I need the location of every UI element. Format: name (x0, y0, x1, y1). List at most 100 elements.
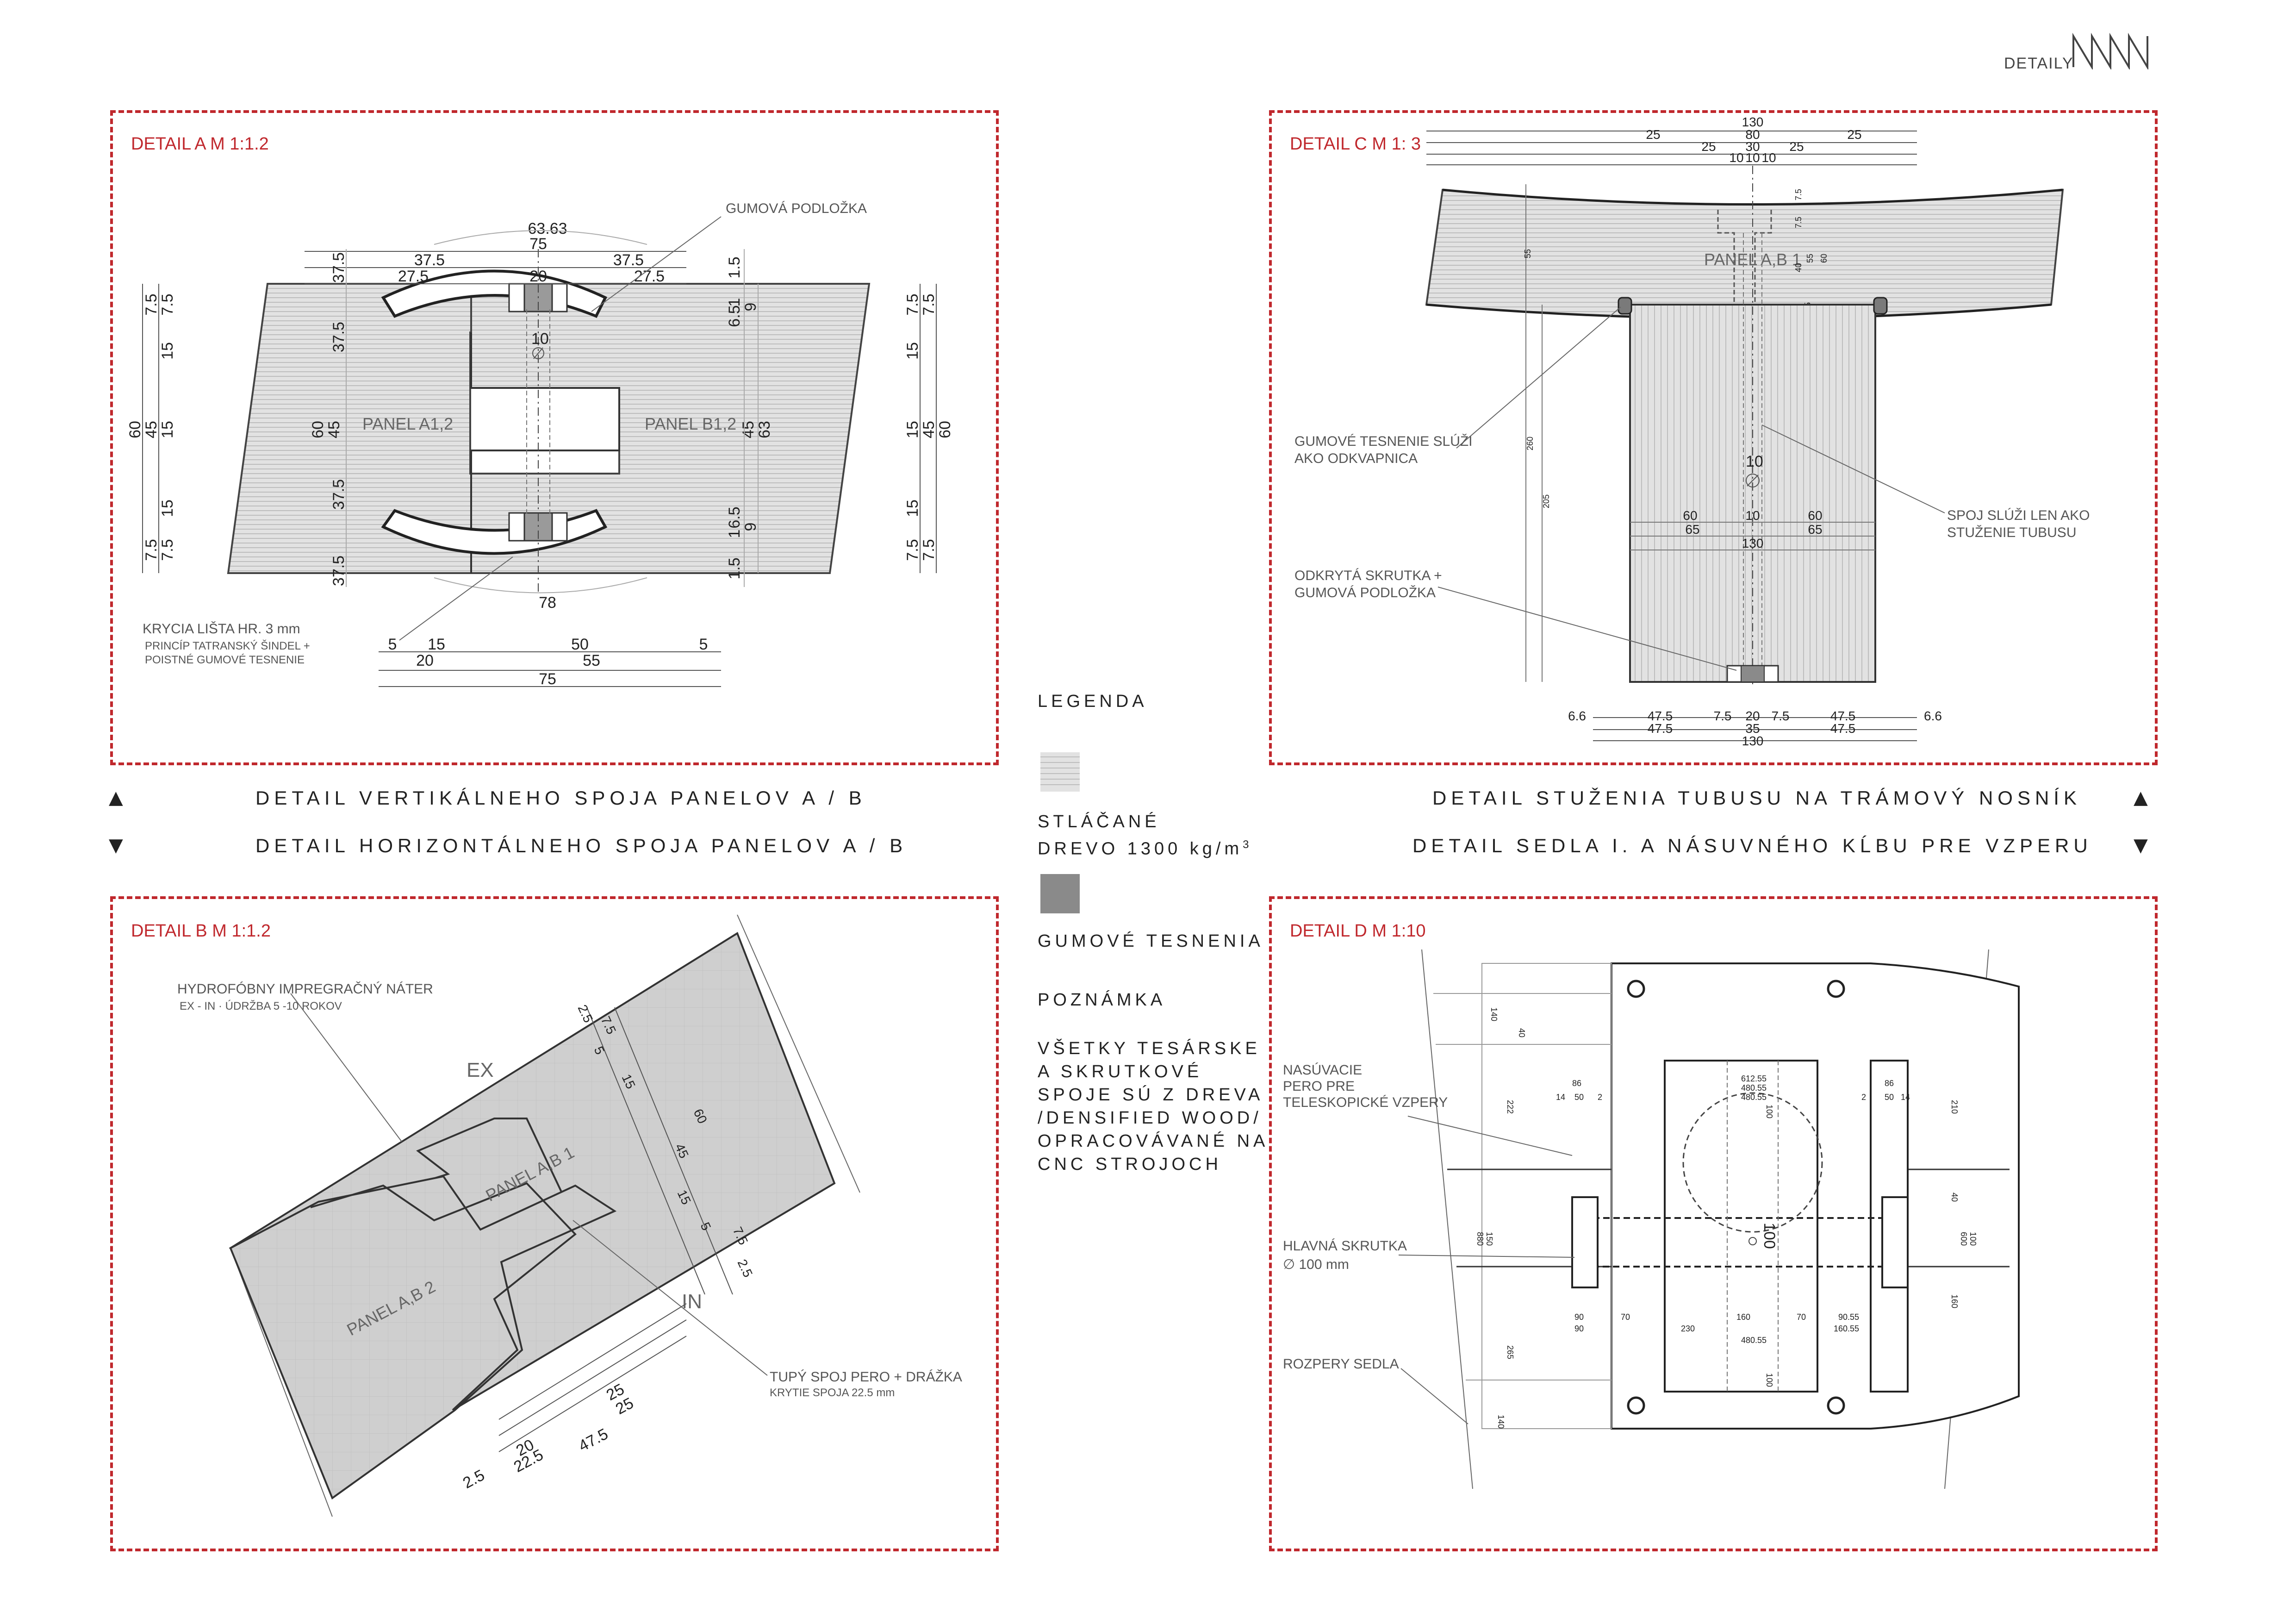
svg-text:14: 14 (1556, 1093, 1565, 1102)
svg-text:SPOJ SLÚŽI LEN AKO: SPOJ SLÚŽI LEN AKO (1947, 508, 2090, 523)
svg-text:63: 63 (756, 421, 773, 438)
svg-text:7.5: 7.5 (1794, 217, 1803, 228)
svg-text:15: 15 (159, 421, 176, 438)
note-line: VŠETKY TESÁRSKE (1038, 1039, 1261, 1058)
svg-text:30: 30 (1745, 139, 1760, 154)
svg-text:50: 50 (1885, 1093, 1894, 1102)
svg-text:47.5: 47.5 (1648, 721, 1673, 736)
svg-text:20: 20 (529, 268, 547, 285)
svg-text:27.5: 27.5 (398, 268, 429, 285)
svg-text:47.5: 47.5 (1830, 721, 1856, 736)
svg-text:90.55: 90.55 (1838, 1312, 1859, 1322)
svg-text:50: 50 (1574, 1093, 1584, 1102)
caption-c-arrow: ▲ (2134, 787, 2148, 808)
svg-text:25: 25 (1646, 127, 1660, 142)
svg-text:37.5: 37.5 (330, 479, 348, 510)
svg-text:2.5: 2.5 (735, 1257, 756, 1279)
svg-text:20: 20 (1745, 709, 1760, 723)
svg-text:7.5: 7.5 (159, 539, 176, 561)
svg-text:70: 70 (1621, 1312, 1630, 1322)
svg-text:65: 65 (1808, 522, 1822, 537)
svg-text:2: 2 (1598, 1093, 1602, 1102)
svg-text:KRYTIE SPOJA 22.5 mm: KRYTIE SPOJA 22.5 mm (770, 1387, 895, 1399)
svg-text:60: 60 (936, 421, 954, 438)
svg-text:35: 35 (1745, 721, 1760, 736)
triangle-down-icon: ▼ (2134, 835, 2148, 856)
note-line: SPOJE SÚ Z DREVA (1038, 1085, 1264, 1105)
svg-text:10: 10 (531, 330, 549, 348)
svg-text:78: 78 (539, 594, 556, 612)
caption-d: DETAIL SEDLA I. A NÁSUVNÉHO KĹBU PRE VZP… (1412, 835, 2092, 856)
triangle-up-icon: ▲ (2134, 787, 2148, 808)
svg-text:160: 160 (1736, 1312, 1750, 1322)
svg-text:63.63: 63.63 (528, 220, 567, 237)
svg-text:9: 9 (742, 303, 759, 312)
svg-text:75: 75 (539, 670, 556, 688)
legend-wood-line1: STLÁČANÉ (1038, 812, 1160, 831)
svg-text:AKO ODKVAPNICA: AKO ODKVAPNICA (1294, 451, 1418, 466)
svg-text:27.5: 27.5 (634, 268, 665, 285)
svg-text:7.5: 7.5 (1772, 709, 1790, 723)
svg-text:7.5: 7.5 (143, 539, 160, 561)
svg-text:25: 25 (1701, 139, 1716, 154)
svg-text:GUMOVÉ TESNENIE SLÚŽI: GUMOVÉ TESNENIE SLÚŽI (1294, 434, 1473, 449)
caption-c: DETAIL STUŽENIA TUBUSU NA TRÁMOVÝ NOSNÍK (1432, 787, 2081, 809)
svg-text:14: 14 (1901, 1093, 1910, 1102)
svg-text:50: 50 (571, 636, 589, 653)
svg-text:600: 600 (1959, 1232, 1968, 1246)
legend-note-title: POZNÁMKA (1038, 990, 1166, 1010)
svg-text:ROZPERY SEDLA: ROZPERY SEDLA (1283, 1356, 1399, 1372)
svg-text:POISTNÉ GUMOVÉ TESNENIE: POISTNÉ GUMOVÉ TESNENIE (145, 654, 305, 666)
svg-text:205: 205 (1542, 494, 1551, 508)
svg-text:6.5: 6.5 (726, 305, 743, 327)
detail-a-drawing: 10 75 37.5 37.5 27.5 20 27.5 63.63 78 7.… (126, 201, 954, 688)
svg-text:480.55: 480.55 (1741, 1083, 1767, 1093)
svg-text:40: 40 (1517, 1028, 1526, 1037)
svg-text:70: 70 (1797, 1312, 1806, 1322)
caption-b-arrow: ▼ (109, 835, 123, 856)
svg-text:20: 20 (416, 652, 434, 669)
svg-text:NASÚVACIE: NASÚVACIE (1283, 1062, 1362, 1078)
svg-text:130: 130 (1742, 115, 1764, 129)
svg-text:55: 55 (1805, 254, 1815, 263)
svg-text:1.5: 1.5 (726, 256, 743, 278)
legend-title: LEGENDA (1038, 692, 1148, 711)
svg-text:7.5: 7.5 (143, 294, 160, 315)
detail-c-title: DETAIL C M 1: 3 (1290, 134, 1421, 154)
svg-text:∅ 100 mm: ∅ 100 mm (1283, 1257, 1349, 1272)
svg-text:9: 9 (742, 523, 759, 531)
logo (2071, 32, 2150, 72)
svg-text:7.5: 7.5 (1794, 189, 1803, 200)
svg-text:86: 86 (1885, 1079, 1894, 1088)
detail-c-frame (1269, 110, 2158, 765)
detail-b-drawing: PANEL A,B 1 PANEL A,B 2 EX IN 2.5 7.5 5 … (177, 914, 962, 1517)
svg-text:EX - IN · ÚDRŽBA 5 -10 ROKOV: EX - IN · ÚDRŽBA 5 -10 ROKOV (180, 1000, 342, 1012)
detail-d-drawing: 100 612.55 480.55 480.55 86 14 50 2 2 50… (1283, 949, 2020, 1489)
svg-text:45: 45 (143, 421, 160, 438)
svg-text:37.5: 37.5 (414, 251, 445, 269)
svg-text:90: 90 (1574, 1312, 1584, 1322)
svg-text:7.5: 7.5 (904, 539, 921, 561)
svg-text:100: 100 (1761, 1223, 1778, 1249)
svg-text:1: 1 (726, 530, 743, 538)
caption-a: DETAIL VERTIKÁLNEHO SPOJA PANELOV A / B (255, 787, 866, 809)
bottom-cover-strip (381, 509, 608, 555)
legend-wood-label: STLÁČANÉ DREVO 1300 kg/m3 (1038, 810, 1253, 861)
svg-text:480.55: 480.55 (1741, 1336, 1767, 1345)
svg-text:40: 40 (1794, 263, 1803, 272)
svg-text:265: 265 (1506, 1345, 1515, 1359)
legend-wood-line2: DREVO 1300 kg/m3 (1038, 833, 1253, 861)
note-line: A SKRUTKOVÉ (1038, 1062, 1203, 1081)
svg-text:47.5: 47.5 (1830, 709, 1856, 723)
svg-text:45: 45 (740, 421, 757, 438)
svg-text:10: 10 (1761, 150, 1776, 165)
svg-text:25: 25 (1789, 139, 1804, 154)
svg-text:7.5: 7.5 (920, 539, 938, 561)
svg-text:15: 15 (159, 342, 176, 360)
svg-text:37.5: 37.5 (330, 322, 348, 352)
svg-text:60: 60 (1808, 508, 1822, 523)
svg-text:130: 130 (1742, 536, 1764, 550)
svg-text:25: 25 (1847, 127, 1861, 142)
legend-note-body: VŠETKY TESÁRSKE A SKRUTKOVÉ SPOJE SÚ Z D… (1038, 1037, 1269, 1176)
svg-text:80: 80 (1745, 127, 1760, 142)
